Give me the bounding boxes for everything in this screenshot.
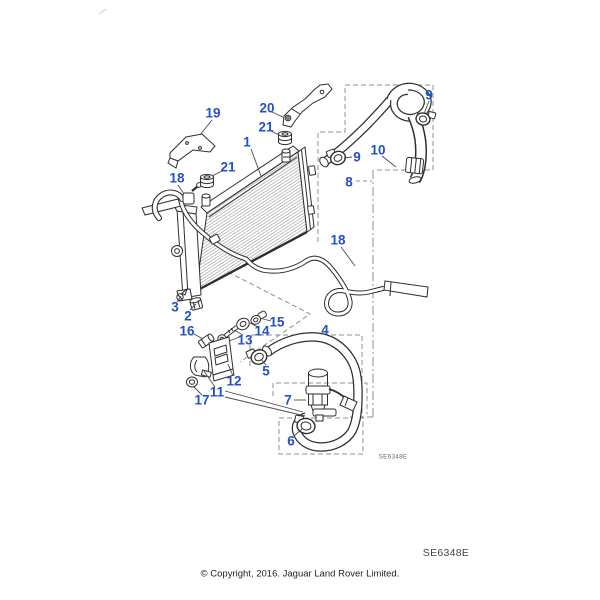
bracket-19 xyxy=(167,133,216,169)
callout-16: 16 xyxy=(179,323,195,339)
callout-10: 10 xyxy=(370,142,386,158)
callout-6: 6 xyxy=(287,433,295,449)
bushing-14 xyxy=(236,317,250,331)
callout-20: 20 xyxy=(259,100,275,116)
callout-21-upper: 21 xyxy=(258,119,274,135)
radiator-mount-stub-right xyxy=(281,148,291,163)
callout-18-right: 18 xyxy=(330,232,346,248)
bracket-12 xyxy=(208,336,235,382)
top-hose-illustration xyxy=(319,82,437,184)
grommet-21-upper xyxy=(278,130,292,146)
grommet-21-lower xyxy=(200,173,214,189)
callout-12: 12 xyxy=(226,373,242,389)
radiator-mount-stub-left xyxy=(201,193,211,207)
brackets-and-fasteners xyxy=(167,83,333,388)
callout-8: 8 xyxy=(345,174,353,190)
callout-3: 3 xyxy=(171,299,179,315)
hose-clamp-9-mid xyxy=(325,148,347,166)
pipe-end-connector xyxy=(383,280,429,298)
cooler-pipe-illustration xyxy=(141,182,429,317)
copyright-notice: © Copyright, 2016. Jaguar Land Rover Lim… xyxy=(200,568,400,580)
callout-18-left: 18 xyxy=(169,170,185,186)
hose-clamp-5 xyxy=(245,348,268,365)
bottom-hose-illustration xyxy=(245,332,363,452)
scratch-mark xyxy=(98,8,107,15)
callout-9-top: 9 xyxy=(425,87,433,103)
callout-4: 4 xyxy=(321,322,329,338)
hose-sleeve-10 xyxy=(405,156,425,175)
callout-leader-lines xyxy=(176,100,430,437)
bushing-15 xyxy=(250,310,267,325)
callout-15: 15 xyxy=(269,314,285,330)
callout-9-mid: 9 xyxy=(353,149,361,165)
callout-21-lower: 21 xyxy=(220,159,236,175)
drawing-code-small: SE6348E xyxy=(378,453,408,461)
plug-16 xyxy=(198,333,215,349)
bracket-20 xyxy=(282,83,333,128)
grommet-2 xyxy=(189,297,204,311)
drawing-code: SE6348E xyxy=(422,547,470,559)
callout-7: 7 xyxy=(284,392,292,408)
grommet-17 xyxy=(186,376,198,388)
callout-19: 19 xyxy=(205,105,221,121)
screw-3 xyxy=(176,287,189,301)
callout-17: 17 xyxy=(194,392,210,408)
clamp-11 xyxy=(189,356,212,378)
aux-pump-7 xyxy=(305,368,358,422)
callout-5: 5 xyxy=(262,363,270,379)
pump-connector-plug xyxy=(339,395,358,412)
callout-14: 14 xyxy=(254,323,270,339)
callout-13: 13 xyxy=(237,332,253,348)
radiator-illustration xyxy=(171,145,317,302)
callout-11: 11 xyxy=(209,384,225,400)
callout-1: 1 xyxy=(243,134,251,150)
callout-2: 2 xyxy=(184,308,192,324)
